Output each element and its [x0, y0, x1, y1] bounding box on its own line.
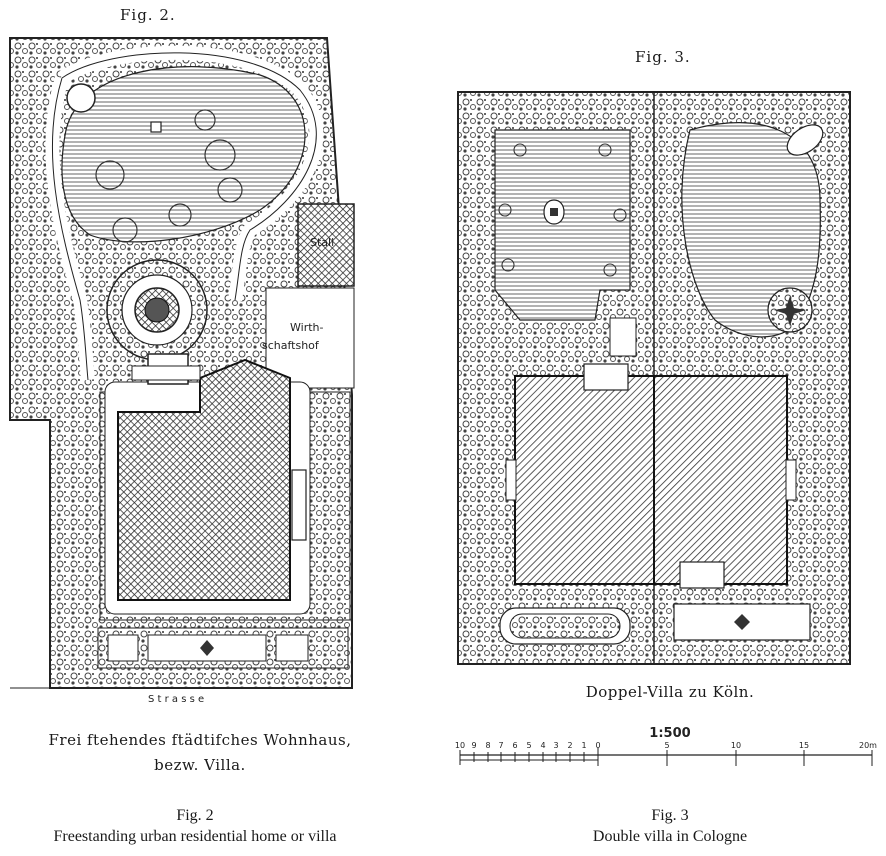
fig2-english-title: Fig. 2 [176, 807, 214, 824]
scale-tick-label: 6 [512, 741, 517, 750]
fig2-yard-label-1: Wirth- [290, 321, 323, 334]
scale-tick-label: 4 [540, 741, 545, 750]
fig3-english-title: Fig. 3 [651, 807, 689, 824]
scale-tick-label: 15 [799, 741, 809, 750]
fig2-caption: Frei ftehendes ftädtifches Wohnhaus, bez… [30, 728, 370, 778]
scale-tick-label: 8 [485, 741, 490, 750]
fig2-street-label: S t r a s s e [148, 694, 204, 705]
scale-tick-label: 20m [859, 741, 877, 750]
fig2-yard-label-2: schaftshof [262, 339, 320, 352]
scale-ratio: 1:500 [649, 726, 690, 741]
fig2-heading: Fig. 2. [120, 6, 176, 24]
scale-tick-label: 1 [581, 741, 586, 750]
scale-tick-label: 5 [526, 741, 531, 750]
fig2-english-text: Freestanding urban residential home or v… [53, 828, 337, 845]
scale-tick-label: 0 [595, 741, 600, 750]
scale-tick-label: 10 [455, 741, 465, 750]
fig2-stable-label: Stall [310, 236, 334, 249]
fig2-caption-line1: Frei ftehendes ftädtifches Wohnhaus, [48, 731, 352, 749]
scale-tick-label: 7 [498, 741, 503, 750]
fig2-caption-line2: bezw. Villa. [154, 756, 246, 774]
fig3-english-text: Double villa in Cologne [592, 828, 748, 845]
scale-tick-label: 10 [731, 741, 741, 750]
fig3-heading: Fig. 3. [635, 48, 691, 66]
scale-tick-label: 5 [664, 741, 669, 750]
fig2-english-caption: Fig. 2 Freestanding urban residential ho… [0, 805, 390, 847]
fig3-english-caption: Fig. 3 Double villa in Cologne [520, 805, 820, 847]
scale-tick-label: 9 [471, 741, 476, 750]
fig3-caption: Doppel-Villa zu Köln. [585, 683, 755, 701]
scale-tick-label: 2 [567, 741, 572, 750]
scale-tick-label: 3 [553, 741, 558, 750]
